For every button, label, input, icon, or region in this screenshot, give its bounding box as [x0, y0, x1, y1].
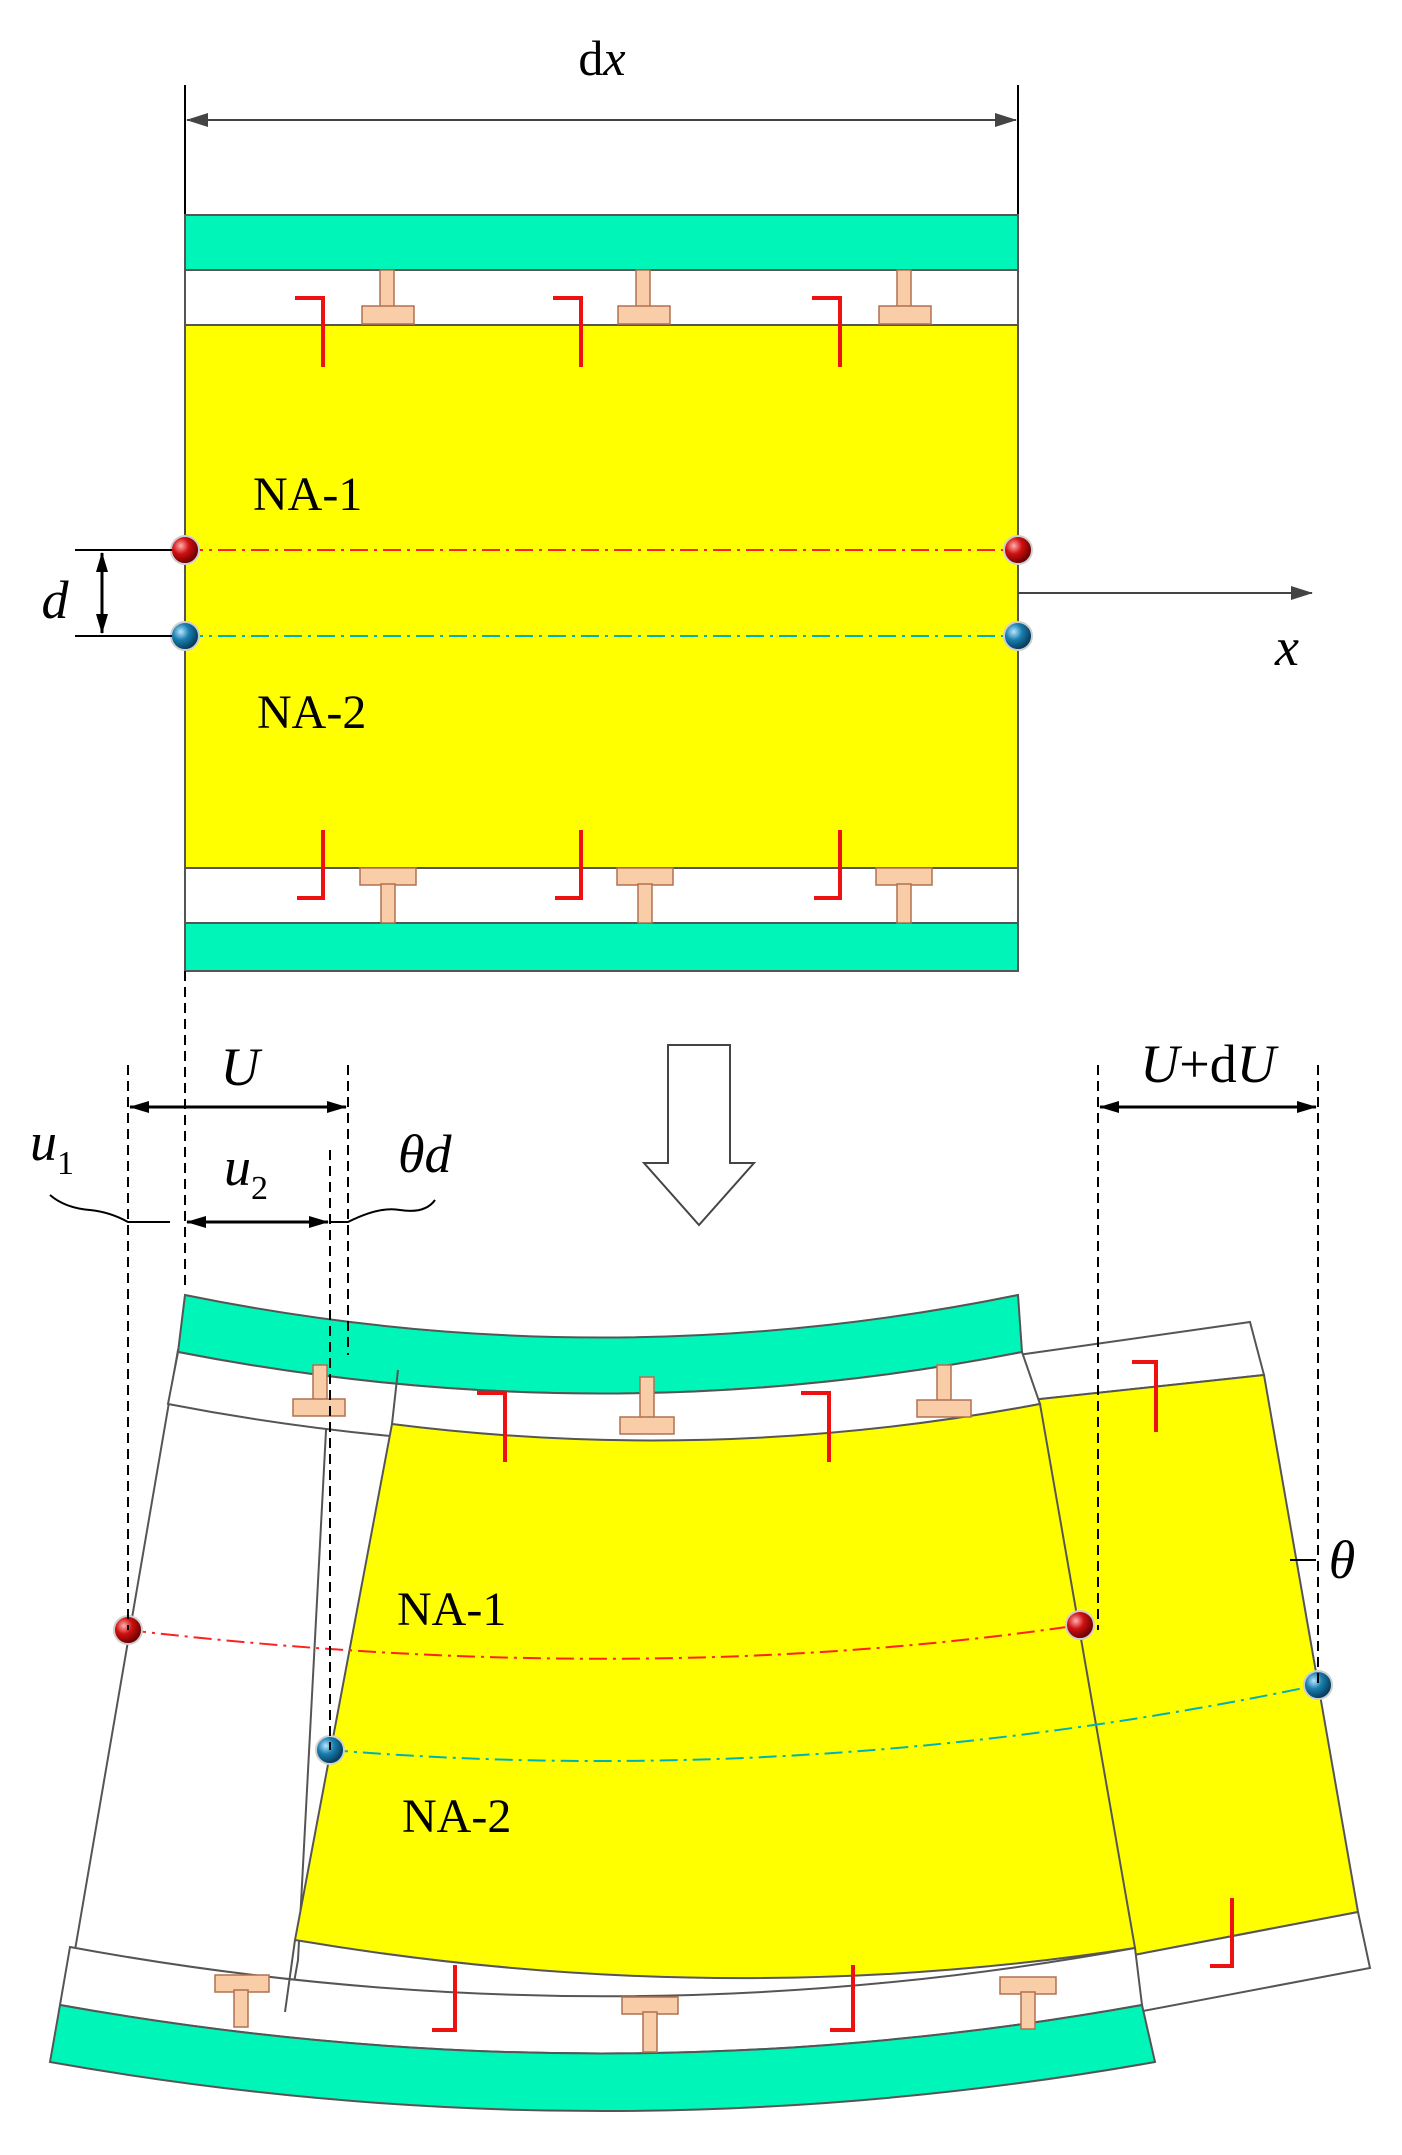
curved-bottom-plate	[48, 2003, 1157, 2112]
neutral-axis-1-deformed	[127, 1624, 1081, 1660]
x-axis-label: x	[1274, 617, 1299, 677]
curved-concrete	[293, 1402, 1137, 1980]
rebar-hook	[1132, 1360, 1158, 1432]
na1-right-point	[1003, 535, 1033, 565]
rebar-hook	[477, 1391, 507, 1462]
deformed-rebars	[432, 1391, 855, 2032]
concrete-left-edge-bottom	[284, 1939, 296, 2013]
rebar-hook	[432, 1965, 457, 2032]
shear-stud	[359, 867, 417, 924]
na2-label-top: NA-2	[257, 686, 366, 739]
U-label: U	[221, 1037, 263, 1097]
na1-right-point	[1065, 1610, 1095, 1640]
top-shear-studs	[361, 269, 932, 325]
shear-stud	[616, 867, 674, 924]
concrete-core	[184, 324, 1019, 869]
UdU-label: U+dU	[1140, 1034, 1278, 1094]
concrete-left-edge-top	[391, 1369, 399, 1425]
na2-left-point	[170, 621, 200, 651]
rebar-hook	[814, 830, 842, 900]
rebar-hook	[555, 830, 583, 900]
top-rebars	[295, 296, 842, 367]
shear-stud	[617, 269, 671, 325]
dx-label: dx	[578, 30, 625, 86]
displacement-dimensions	[49, 971, 1319, 1750]
rebar-hook	[297, 830, 325, 900]
deformed-section: NA-1 NA-2 θ	[48, 1293, 1372, 2112]
rebar-hook	[801, 1391, 831, 1462]
shear-stud	[619, 1376, 675, 1435]
rotated-segment-left	[58, 1348, 332, 2014]
bottom-shear-studs	[359, 867, 933, 924]
neutral-axis-2-deformed	[329, 1684, 1319, 1763]
undeformed-section: dx	[42, 30, 1313, 972]
hollow-down-arrow-icon	[641, 1044, 757, 1227]
na1-left-point	[170, 535, 200, 565]
theta-d-label: θd	[398, 1124, 453, 1184]
theta-label: θ	[1329, 1530, 1356, 1590]
shear-stud	[916, 1364, 972, 1418]
shear-stud	[361, 269, 415, 325]
na2-right-point	[1003, 621, 1033, 651]
deformed-top-studs	[292, 1364, 972, 1435]
u1-label: u1	[30, 1112, 74, 1182]
rebar-hook	[295, 296, 325, 367]
shear-stud	[292, 1364, 346, 1417]
na2-label-bottom: NA-2	[402, 1790, 511, 1843]
rotated-segment-right	[1016, 1320, 1372, 2017]
theta-d-leader	[330, 1199, 436, 1223]
rebar-hook	[1210, 1898, 1234, 1968]
bottom-rebars	[297, 830, 842, 900]
shear-stud	[621, 1996, 679, 2053]
u2-label: u2	[224, 1137, 268, 1207]
rebar-hook	[812, 296, 842, 367]
shear-stud	[875, 867, 933, 924]
shear-stud	[999, 1976, 1057, 2030]
d-label: d	[42, 570, 70, 630]
deformed-bottom-studs	[214, 1974, 1057, 2053]
shear-stud	[214, 1974, 270, 2028]
rebar-hook	[830, 1965, 855, 2032]
u1-leader	[49, 1194, 170, 1223]
shear-stud	[878, 269, 932, 325]
na1-label-bottom: NA-1	[397, 1583, 506, 1636]
na1-label-top: NA-1	[253, 468, 362, 521]
rebar-hook	[553, 296, 583, 367]
top-steel-plate	[184, 214, 1019, 271]
na2-right-point	[1303, 1670, 1333, 1700]
bottom-steel-plate	[184, 922, 1019, 972]
